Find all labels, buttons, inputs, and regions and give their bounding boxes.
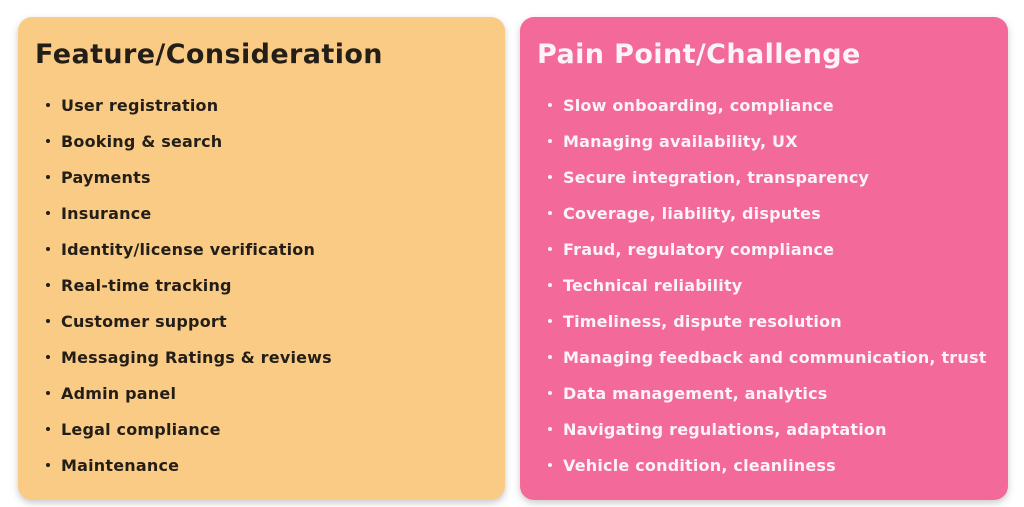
list-item: Maintenance bbox=[35, 447, 489, 483]
bullet-icon bbox=[46, 139, 50, 143]
bullet-icon bbox=[548, 427, 552, 431]
list-item: Coverage, liability, disputes bbox=[537, 195, 992, 231]
list-item: Insurance bbox=[35, 195, 489, 231]
bullet-icon bbox=[46, 391, 50, 395]
list-item: User registration bbox=[35, 87, 489, 123]
list-item: Customer support bbox=[35, 303, 489, 339]
list-item: Slow onboarding, compliance bbox=[537, 87, 992, 123]
feature-card: Feature/Consideration User registration … bbox=[18, 17, 505, 500]
list-item: Managing feedback and communication, tru… bbox=[537, 339, 992, 375]
list-item: Timeliness, dispute resolution bbox=[537, 303, 992, 339]
bullet-icon bbox=[46, 319, 50, 323]
list-item: Identity/license verification bbox=[35, 231, 489, 267]
bullet-icon bbox=[46, 463, 50, 467]
list-item: Fraud, regulatory compliance bbox=[537, 231, 992, 267]
feature-list: User registration Booking & search Payme… bbox=[35, 87, 489, 483]
list-item: Legal compliance bbox=[35, 411, 489, 447]
list-item: Navigating regulations, adaptation bbox=[537, 411, 992, 447]
bullet-icon bbox=[46, 355, 50, 359]
bullet-icon bbox=[548, 391, 552, 395]
bullet-icon bbox=[548, 211, 552, 215]
list-item: Vehicle condition, cleanliness bbox=[537, 447, 992, 483]
list-item: Managing availability, UX bbox=[537, 123, 992, 159]
pain-point-card-title: Pain Point/Challenge bbox=[537, 39, 861, 70]
list-item: Secure integration, transparency bbox=[537, 159, 992, 195]
bullet-icon bbox=[46, 427, 50, 431]
bullet-icon bbox=[46, 283, 50, 287]
feature-card-title: Feature/Consideration bbox=[35, 39, 383, 70]
bullet-icon bbox=[46, 175, 50, 179]
bullet-icon bbox=[548, 319, 552, 323]
list-item: Real-time tracking bbox=[35, 267, 489, 303]
pain-point-card: Pain Point/Challenge Slow onboarding, co… bbox=[520, 17, 1008, 500]
bullet-icon bbox=[548, 103, 552, 107]
bullet-icon bbox=[46, 103, 50, 107]
bullet-icon bbox=[548, 139, 552, 143]
bullet-icon bbox=[548, 355, 552, 359]
list-item: Technical reliability bbox=[537, 267, 992, 303]
list-item: Messaging Ratings & reviews bbox=[35, 339, 489, 375]
bullet-icon bbox=[548, 283, 552, 287]
bullet-icon bbox=[46, 211, 50, 215]
list-item: Payments bbox=[35, 159, 489, 195]
bullet-icon bbox=[548, 175, 552, 179]
pain-point-list: Slow onboarding, compliance Managing ava… bbox=[537, 87, 992, 483]
bullet-icon bbox=[46, 247, 50, 251]
list-item: Booking & search bbox=[35, 123, 489, 159]
list-item: Admin panel bbox=[35, 375, 489, 411]
bullet-icon bbox=[548, 247, 552, 251]
list-item: Data management, analytics bbox=[537, 375, 992, 411]
bullet-icon bbox=[548, 463, 552, 467]
